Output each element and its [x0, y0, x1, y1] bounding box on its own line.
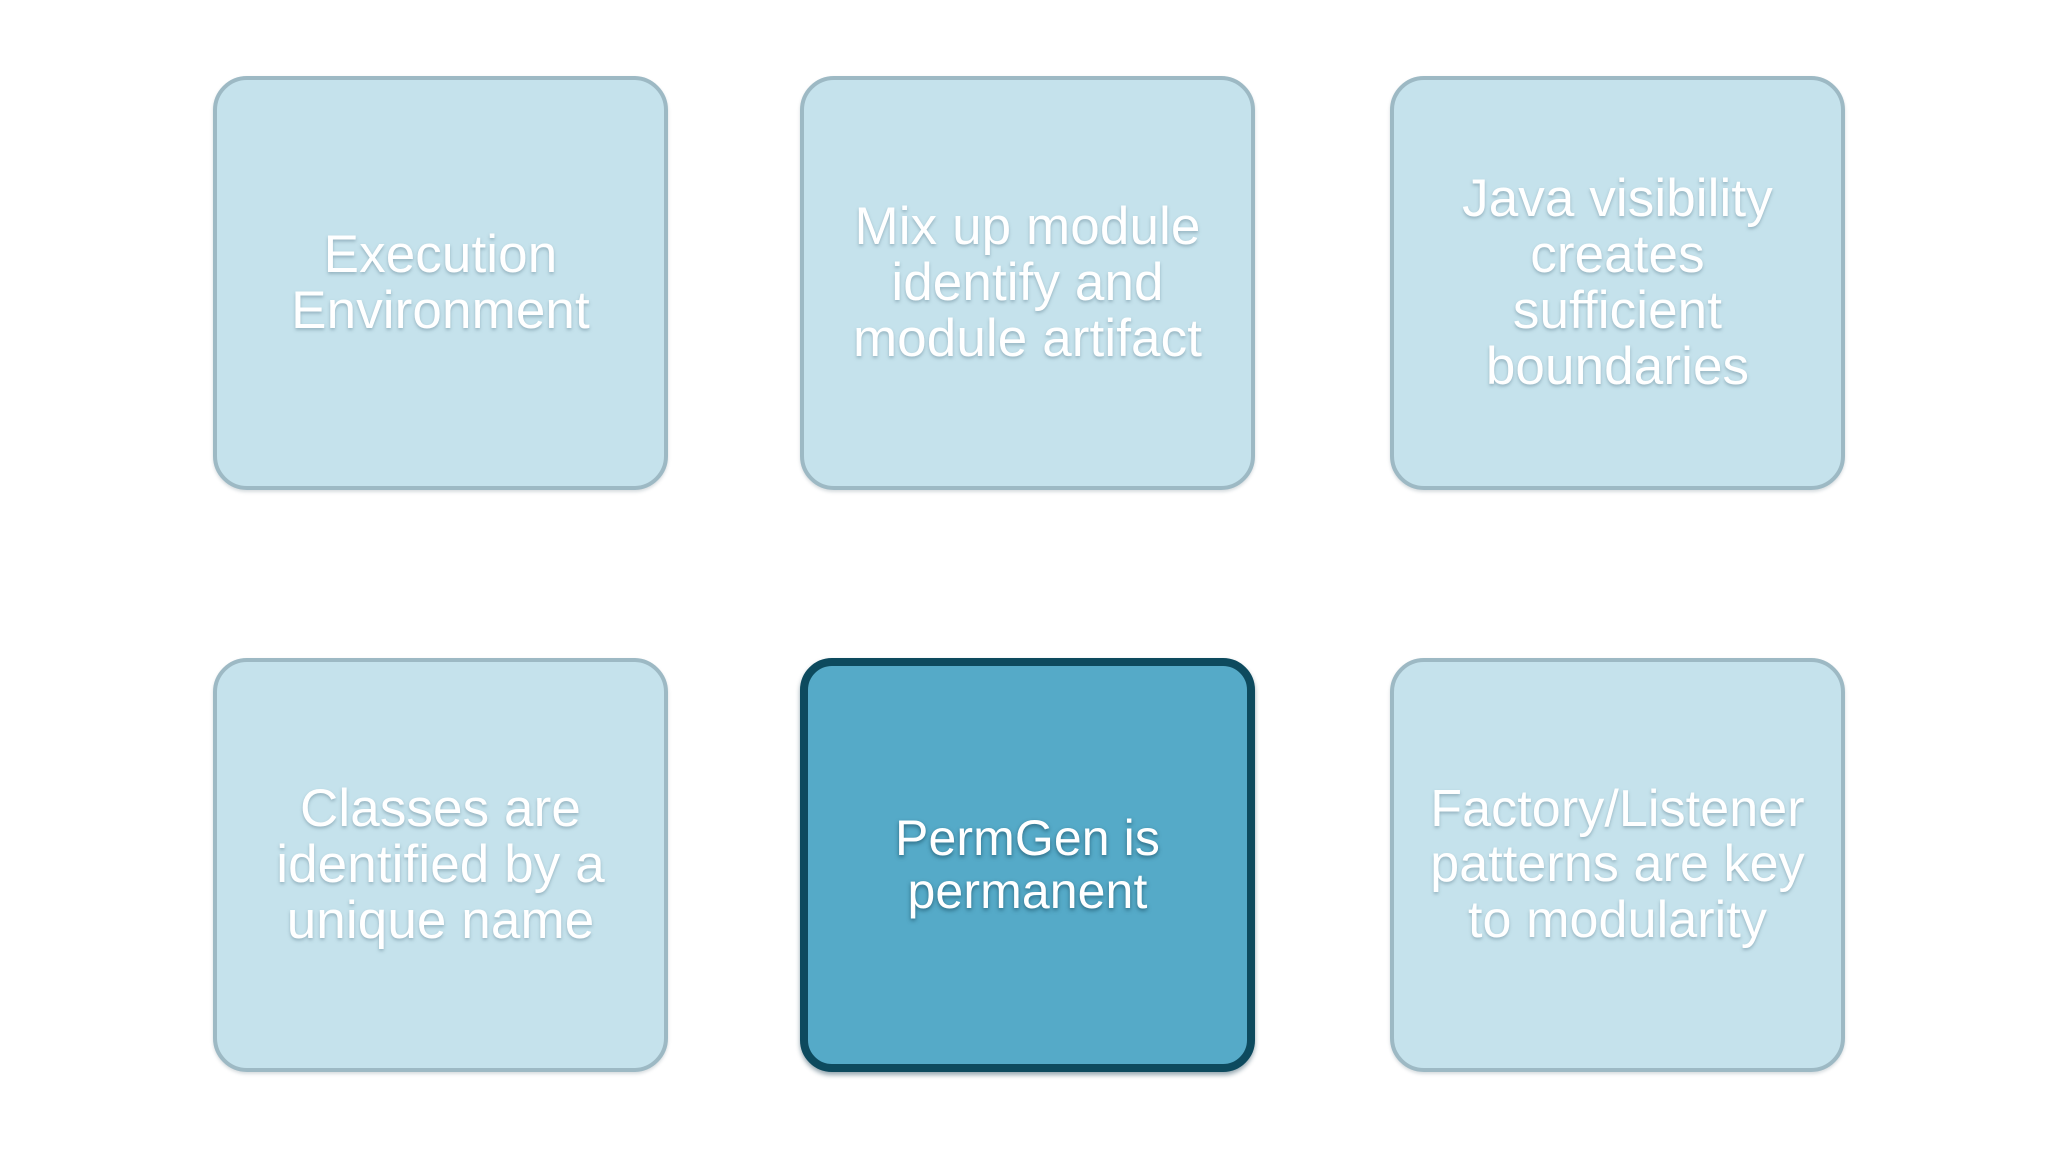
tile-classes-unique-name[interactable]: Classes are identified by a unique name: [213, 658, 668, 1072]
tile-java-visibility[interactable]: Java visibility creates sufficient bound…: [1390, 76, 1845, 490]
tile-mix-up-module[interactable]: Mix up module identify and module artifa…: [800, 76, 1255, 490]
tile-label: Java visibility creates sufficient bound…: [1462, 168, 1773, 397]
tile-label: Execution Environment: [291, 224, 590, 340]
tile-execution-environment[interactable]: Execution Environment: [213, 76, 668, 490]
tile-label: PermGen is permanent: [895, 810, 1160, 919]
tile-permgen-is-permanent[interactable]: PermGen is permanent: [800, 658, 1255, 1072]
tile-label: Classes are identified by a unique name: [276, 778, 605, 951]
tile-factory-listener-patterns[interactable]: Factory/Listener patterns are key to mod…: [1390, 658, 1845, 1072]
tile-label: Mix up module identify and module artifa…: [852, 196, 1203, 369]
tile-label: Factory/Listener patterns are key to mod…: [1430, 780, 1805, 949]
